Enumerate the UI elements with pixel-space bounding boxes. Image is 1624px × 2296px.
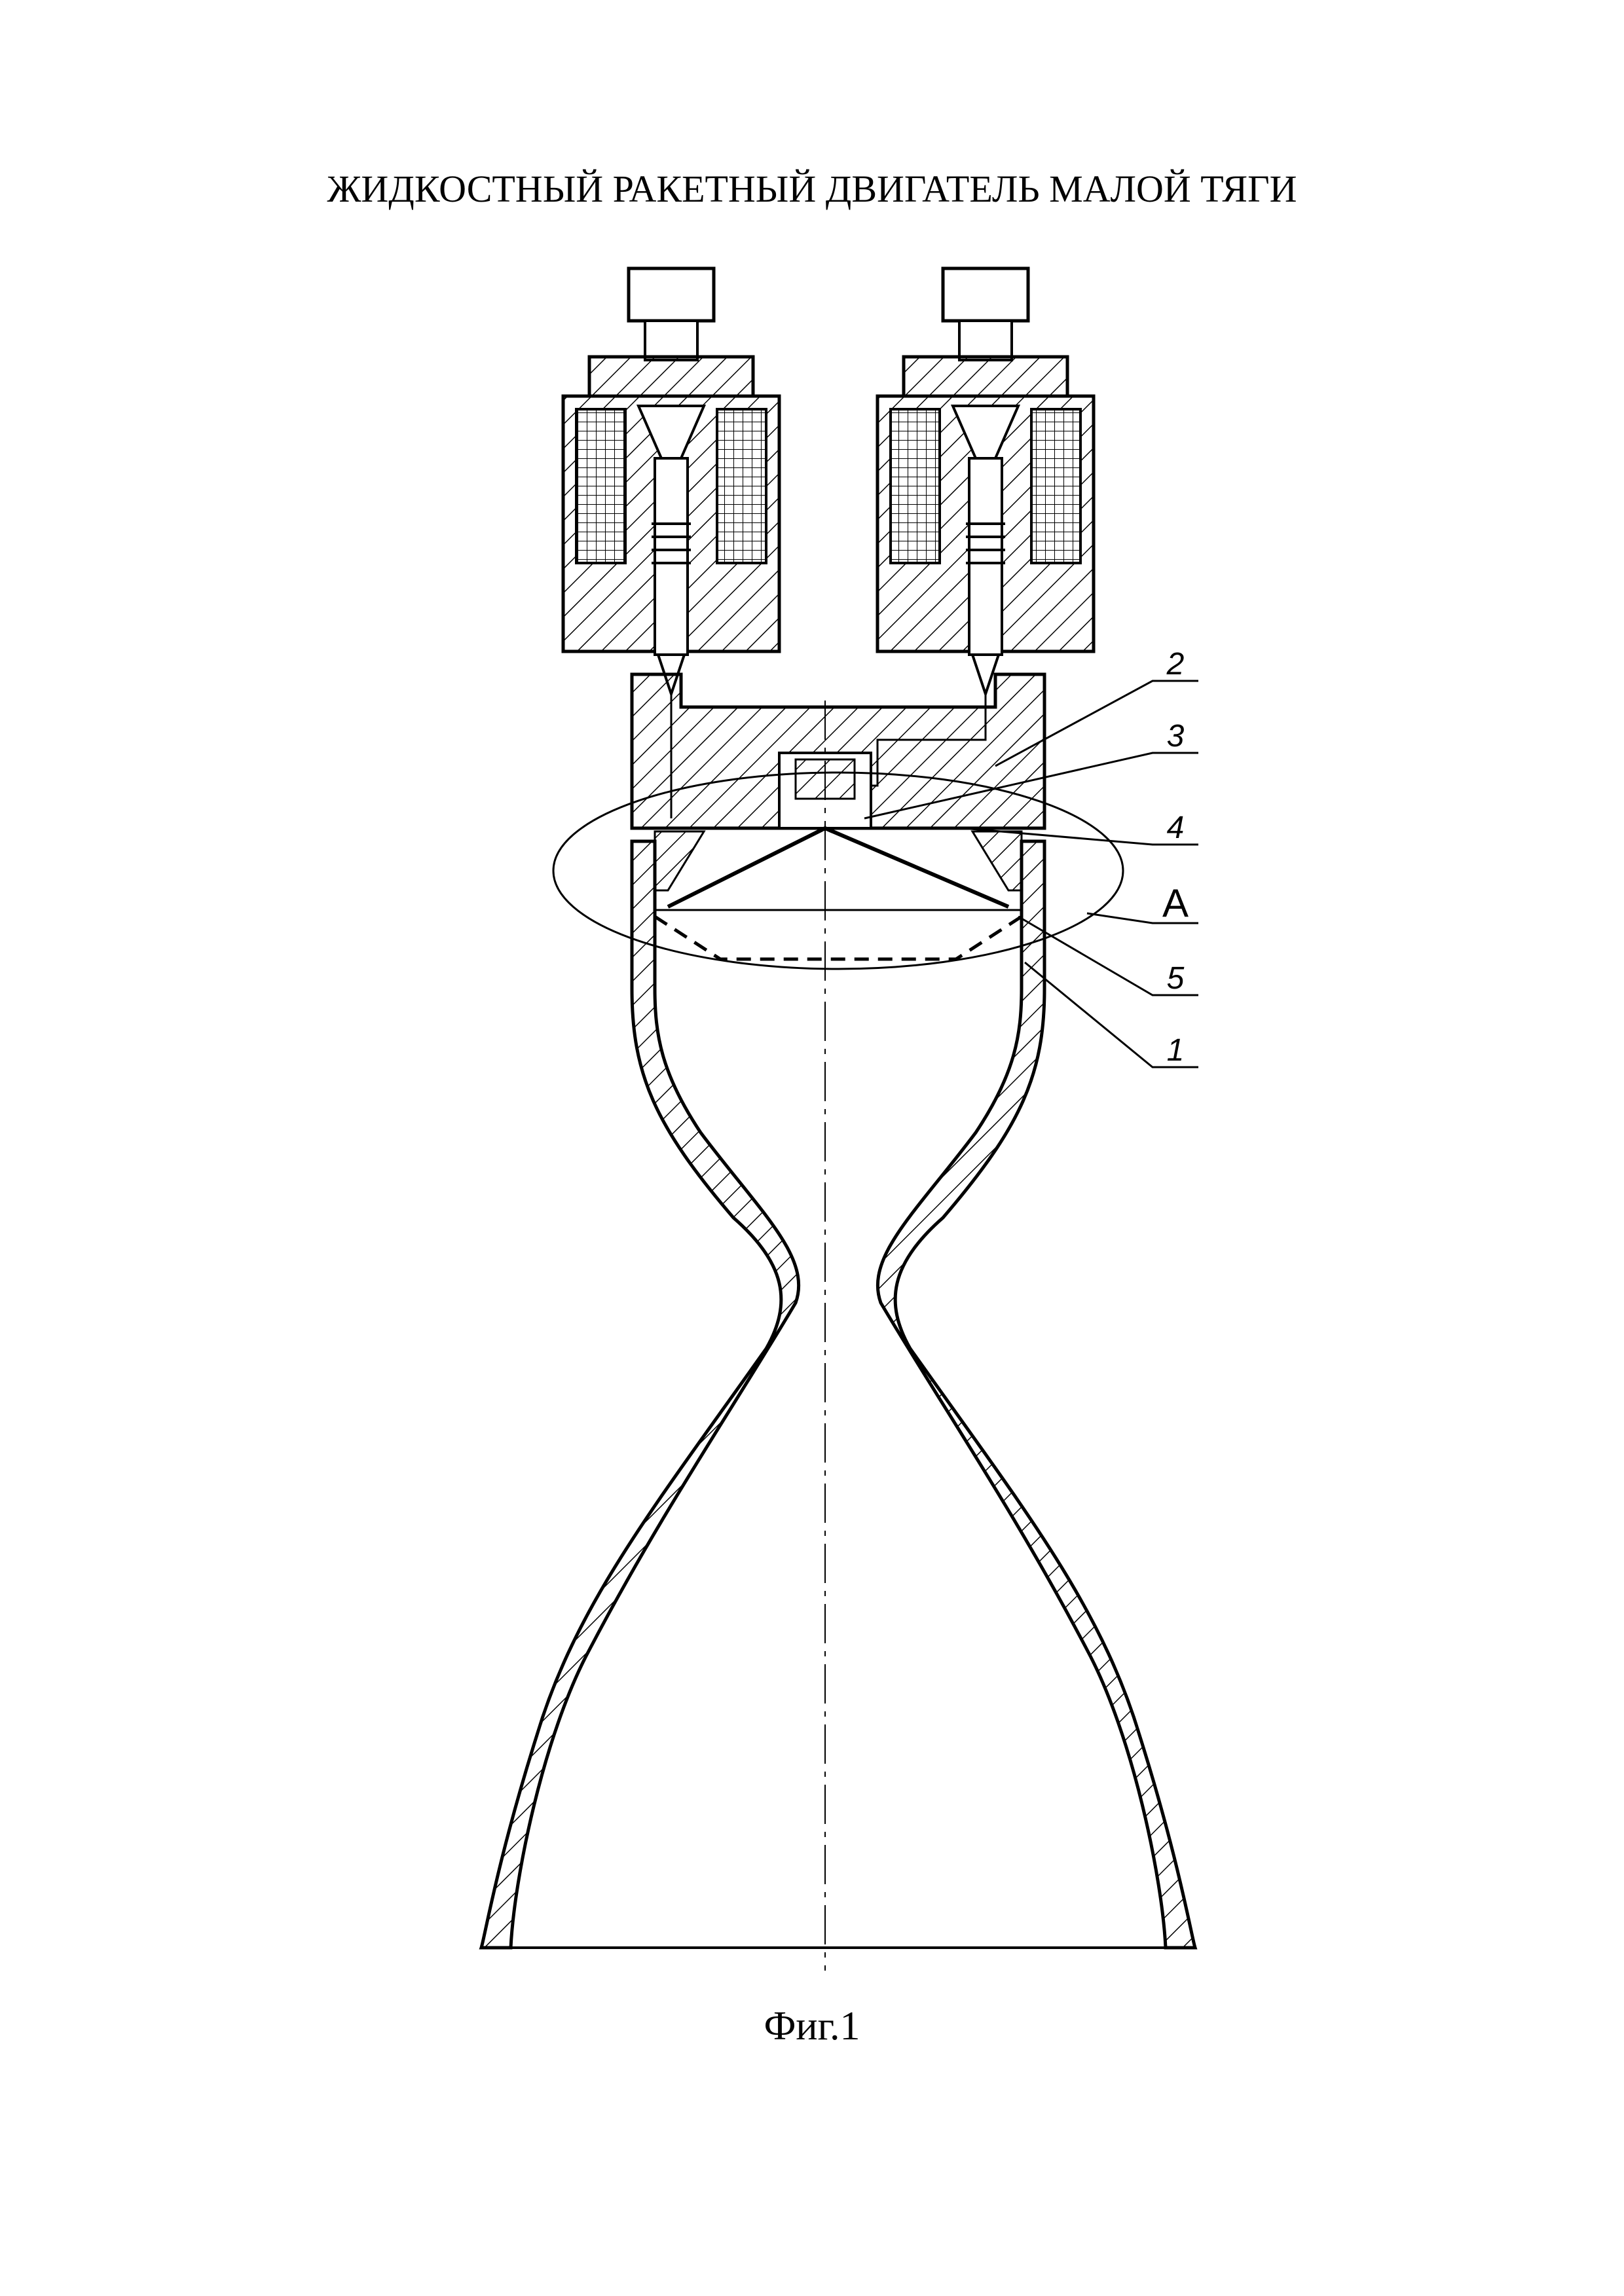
valve-left (561, 266, 781, 818)
valve-right (871, 266, 1096, 787)
figure-caption: Фиг.1 (764, 2004, 860, 2049)
leader-lines (864, 680, 1198, 1068)
callout-1: 1 (1167, 1033, 1185, 1068)
chamber-dashed-cone (654, 915, 1023, 961)
nozzle-wall-right (876, 839, 1198, 1950)
callout-3: 3 (1167, 719, 1185, 754)
injector-head-body (630, 672, 1046, 830)
swirl-left (654, 830, 706, 892)
callout-A: A (1162, 881, 1189, 925)
callout-4: 4 (1167, 811, 1185, 845)
detail-A-ellipse (552, 771, 1124, 970)
callout-2: 2 (1166, 647, 1185, 682)
chamber-cone (667, 826, 1010, 909)
nozzle-wall-left (479, 839, 801, 1950)
swirl-right (970, 830, 1023, 892)
drawing-title: ЖИДКОСТНЫЙ РАКЕТНЫЙ ДВИГАТЕЛЬ МАЛОЙ ТЯГИ (327, 168, 1297, 210)
callout-5: 5 (1167, 961, 1185, 996)
